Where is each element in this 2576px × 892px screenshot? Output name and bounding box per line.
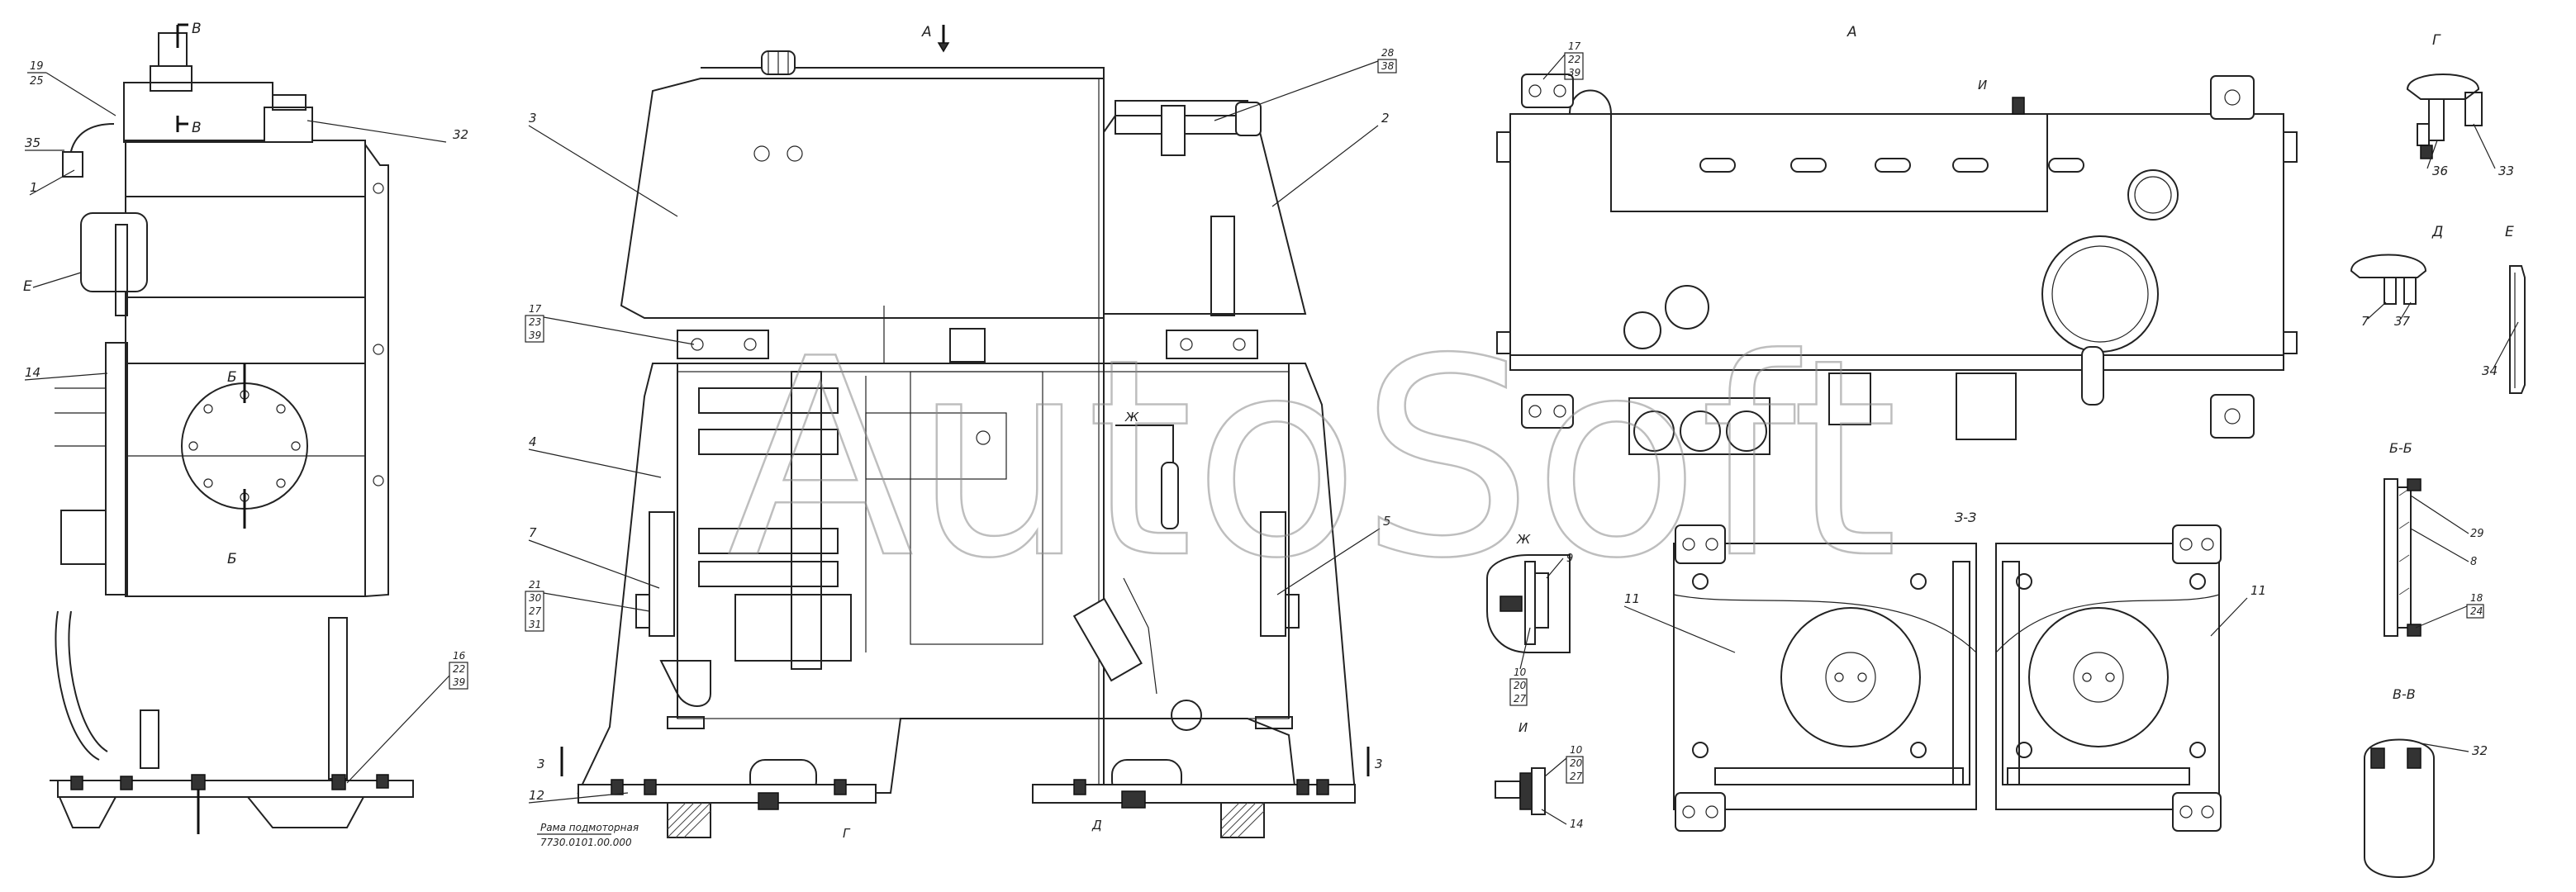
callout-32-vv: 32 bbox=[2472, 743, 2488, 758]
callout-24: 24 bbox=[2470, 605, 2483, 617]
view-zz: З-З bbox=[1955, 510, 1976, 525]
callout-27-zh: 27 bbox=[1514, 693, 1527, 705]
callout-7: 7 bbox=[529, 525, 537, 540]
view-g-detail: Г 36 33 bbox=[2406, 32, 2514, 178]
callout-11-right: 11 bbox=[2250, 583, 2266, 598]
callout-39: 39 bbox=[453, 676, 465, 688]
callout-37: 37 bbox=[2394, 314, 2411, 329]
view-d: Д bbox=[2431, 224, 2443, 240]
left-callouts: 19 25 35 1 14 32 16 22 39 bbox=[24, 60, 468, 784]
view-bb-section: Б-Б 29 8 18 24 bbox=[2384, 440, 2484, 637]
callout-18: 18 bbox=[2470, 592, 2483, 604]
callout-10-i: 10 bbox=[1570, 744, 1583, 756]
marker-zh-mid: Ж bbox=[1124, 410, 1139, 425]
view-d-detail: Д 7 37 bbox=[2350, 224, 2443, 329]
callout-36: 36 bbox=[2432, 164, 2448, 178]
view-a-right: А bbox=[1846, 24, 1857, 40]
marker-three-right: 3 bbox=[1375, 757, 1383, 771]
callout-17: 17 bbox=[529, 303, 542, 315]
callout-4: 4 bbox=[529, 434, 537, 449]
callout-21: 21 bbox=[529, 579, 541, 591]
marker-three-left: 3 bbox=[537, 757, 545, 771]
callout-7-d: 7 bbox=[2361, 314, 2369, 329]
marker-i-right: И bbox=[1978, 78, 1987, 93]
callout-27-i: 27 bbox=[1570, 771, 1583, 782]
center-markers: А Ж 3 3 Г Д bbox=[537, 24, 1383, 841]
view-zh-detail: Ж 9 10 20 27 bbox=[1486, 532, 1573, 706]
top-view-a: А bbox=[1496, 24, 2298, 455]
callout-20-i: 20 bbox=[1570, 757, 1583, 769]
frame-note-line1: Рама подмоторная bbox=[540, 822, 639, 833]
callout-12: 12 bbox=[529, 788, 544, 803]
center-callouts: 3 28 38 2 17 23 39 4 7 21 30 27 31 5 12 … bbox=[525, 47, 1397, 848]
callout-33: 33 bbox=[2498, 164, 2514, 178]
callout-3: 3 bbox=[529, 111, 537, 126]
left-section-markers: В В Б Б Е bbox=[23, 21, 237, 567]
center-front-view bbox=[577, 50, 1357, 838]
view-bb: Б-Б bbox=[2389, 440, 2412, 456]
frame-note-line2: 7730.0101.00.000 bbox=[540, 837, 632, 848]
callout-39: 39 bbox=[529, 330, 541, 341]
marker-v-top: В bbox=[192, 21, 202, 37]
callout-16: 16 bbox=[453, 650, 466, 662]
view-vv-section: В-В 32 bbox=[2364, 686, 2488, 878]
callout-25: 25 bbox=[30, 75, 44, 88]
callout-20-zh: 20 bbox=[1514, 680, 1527, 691]
marker-d-bottom: Д bbox=[1091, 818, 1102, 833]
callout-38: 38 bbox=[1381, 60, 1395, 72]
callout-22-r: 22 bbox=[1568, 54, 1580, 65]
callout-23: 23 bbox=[529, 316, 541, 328]
callout-28: 28 bbox=[1381, 47, 1395, 59]
callout-1: 1 bbox=[30, 180, 38, 195]
view-i: И bbox=[1519, 720, 1528, 735]
callout-22: 22 bbox=[453, 663, 465, 675]
callout-35: 35 bbox=[25, 135, 40, 150]
callout-14: 14 bbox=[25, 365, 40, 380]
callout-17-r: 17 bbox=[1568, 40, 1581, 52]
view-e: Е bbox=[2505, 224, 2514, 240]
callout-14-i: 14 bbox=[1570, 818, 1584, 831]
top-view-callouts: 17 22 39 bbox=[1542, 40, 1584, 80]
view-e-detail: Е 34 bbox=[2482, 224, 2526, 394]
callout-2: 2 bbox=[1381, 111, 1390, 126]
callout-30: 30 bbox=[529, 592, 542, 604]
callout-11-left: 11 bbox=[1624, 591, 1640, 606]
callout-27: 27 bbox=[529, 605, 542, 617]
view-a-top: А bbox=[921, 24, 932, 40]
callout-9: 9 bbox=[1566, 553, 1573, 565]
view-vv: В-В bbox=[2393, 686, 2416, 702]
callout-32-left: 32 bbox=[453, 127, 468, 142]
marker-v-bottom: В bbox=[192, 120, 202, 136]
view-i-detail: И 10 20 27 14 bbox=[1495, 720, 1584, 831]
section-zz: З-З 11 bbox=[1623, 510, 2266, 832]
callout-31: 31 bbox=[529, 619, 541, 630]
callout-8: 8 bbox=[2470, 556, 2477, 568]
callout-10-zh: 10 bbox=[1514, 667, 1527, 678]
callout-5: 5 bbox=[1383, 514, 1391, 529]
view-zh: Ж bbox=[1516, 532, 1531, 547]
marker-g-bottom: Г bbox=[843, 826, 851, 841]
marker-b-bottom: Б bbox=[227, 551, 237, 567]
callout-29: 29 bbox=[2470, 528, 2484, 540]
callout-19: 19 bbox=[30, 60, 44, 73]
left-side-view bbox=[50, 32, 414, 834]
marker-e-left: Е bbox=[23, 278, 32, 295]
view-g: Г bbox=[2432, 32, 2441, 49]
callout-39-r: 39 bbox=[1568, 67, 1580, 78]
marker-b-top: Б bbox=[227, 369, 237, 386]
watermark: AutoSoft bbox=[727, 301, 1898, 618]
